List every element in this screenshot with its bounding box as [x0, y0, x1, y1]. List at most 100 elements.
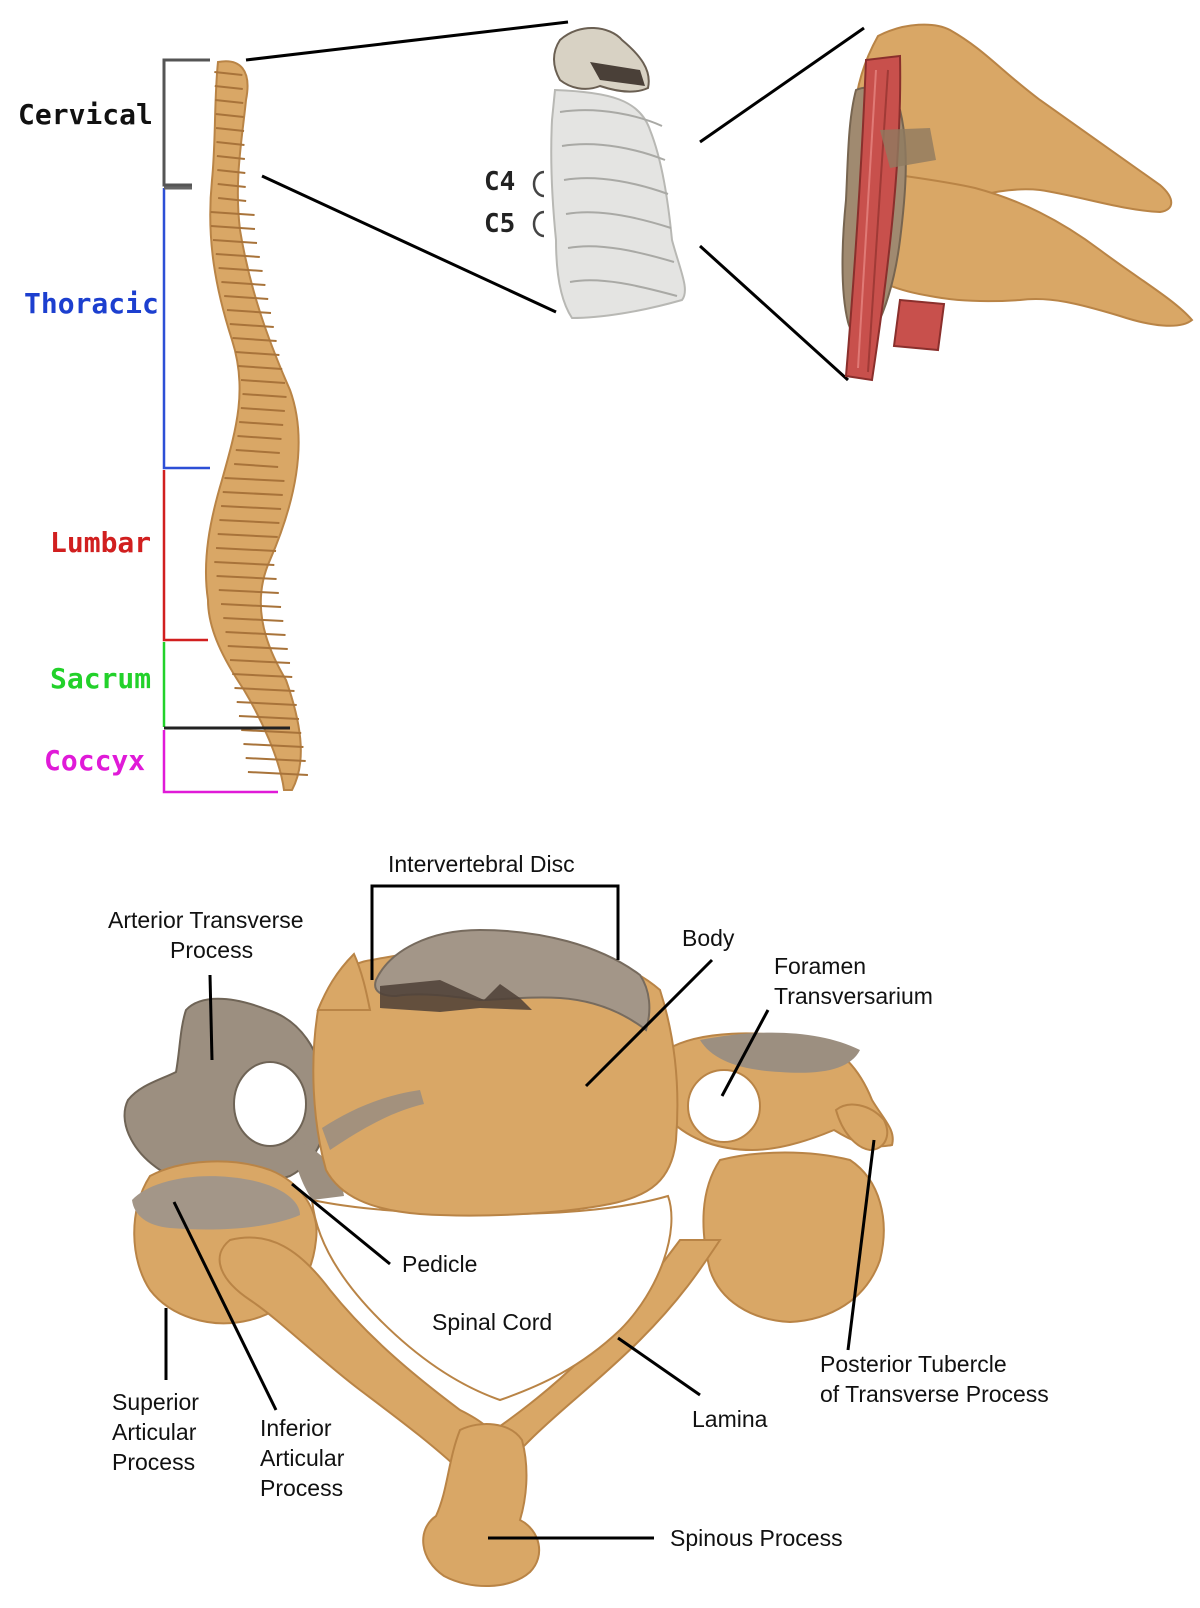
- spine-ridge: [241, 729, 302, 734]
- leader-anterior: [208, 974, 214, 1061]
- disc-dark-band: [380, 980, 532, 1012]
- lumbar-bracket: [162, 470, 208, 642]
- pedicle-grey: [294, 1140, 344, 1200]
- c4-marker: [532, 170, 545, 198]
- spine-ridge: [224, 477, 285, 482]
- spine-ridge: [224, 295, 269, 300]
- label-spinous-process: Spinous Process: [670, 1525, 843, 1551]
- spine-ridge: [218, 589, 279, 594]
- spine-ridge: [232, 337, 277, 342]
- zoom-line-detail-bottom: [698, 244, 850, 382]
- leader-tubercle: [846, 1139, 876, 1351]
- label-spinal-cord: Spinal Cord: [432, 1309, 552, 1335]
- zoom-line-bottom: [261, 174, 557, 314]
- label-superior-2: Articular: [112, 1419, 197, 1445]
- spine-ridge: [216, 141, 245, 146]
- spine-ridge: [221, 505, 282, 510]
- spine-ridge: [214, 71, 243, 76]
- label-anterior-transverse-1: Arterior Transverse: [108, 907, 304, 933]
- spine-ridge: [234, 463, 279, 468]
- label-anterior-transverse-2: Process: [170, 937, 253, 963]
- spine-ridge: [227, 645, 288, 650]
- cervical-bracket: [162, 58, 210, 187]
- spine-ridge: [220, 603, 282, 608]
- spine-ridge: [232, 673, 293, 678]
- label-superior-3: Process: [112, 1449, 195, 1475]
- spine-ridge: [222, 491, 283, 496]
- label-body: Body: [682, 925, 735, 951]
- spine-ridge: [219, 519, 280, 524]
- cervical-vertebra-ridges: [559, 109, 678, 297]
- posterior-tubercle-shape: [834, 1103, 889, 1152]
- spine-ridge: [235, 351, 280, 356]
- region-label-cervical: Cervical: [18, 98, 153, 131]
- cervical-column-shape: [550, 88, 686, 320]
- disc-bracket: [370, 884, 620, 980]
- left-foramen: [233, 1061, 307, 1147]
- spine-ridge: [216, 155, 245, 160]
- facet-dark: [880, 128, 936, 168]
- spinous-process: [422, 1423, 540, 1587]
- spine-ridge: [215, 127, 245, 132]
- spine-ridge: [238, 715, 300, 720]
- label-superior-1: Superior: [112, 1389, 199, 1415]
- region-label-lumbar: Lumbar: [50, 526, 151, 559]
- spine-ridge: [245, 757, 306, 762]
- spine-ridge: [234, 687, 295, 692]
- coccyx-bracket: [162, 730, 278, 794]
- cervical-spine-illustration: [550, 26, 686, 320]
- leader-body: [584, 958, 714, 1088]
- leader-inferior: [172, 1201, 278, 1411]
- spine-ridge: [218, 197, 247, 202]
- region-label-coccyx: Coccyx: [44, 744, 145, 777]
- leader-lines: [164, 884, 876, 1540]
- label-inferior-1: Inferior: [260, 1415, 332, 1441]
- spine-ridge: [217, 183, 246, 188]
- leader-lamina: [617, 1336, 701, 1397]
- label-posterior-tubercle-2: of Transverse Process: [820, 1381, 1049, 1407]
- region-label-sacrum: Sacrum: [50, 662, 151, 695]
- spine-ridge: [215, 253, 260, 258]
- spine-ridge: [237, 435, 282, 440]
- body-grey-band: [322, 1090, 424, 1150]
- spine-ridge: [212, 239, 258, 244]
- spine-ridge: [238, 365, 283, 370]
- cervical-ridge: [569, 279, 678, 297]
- spine-ridge: [210, 225, 256, 230]
- muscle-streak-2: [867, 69, 889, 373]
- spine-column-shape: [204, 60, 302, 791]
- spine-ridge: [240, 407, 285, 412]
- muscle-streak-1: [857, 69, 877, 369]
- lower-muscle: [892, 298, 946, 352]
- cervical-ridge: [559, 109, 663, 127]
- cervical-ridge: [561, 143, 666, 161]
- right-articular-mass: [702, 1151, 885, 1324]
- spine-ridge: [216, 575, 277, 580]
- label-inferior-3: Process: [260, 1475, 343, 1501]
- spine-ridge: [247, 771, 308, 776]
- spine-ridge: [210, 211, 255, 216]
- spine-ridge: [214, 85, 243, 90]
- spine-ridge: [243, 743, 304, 748]
- label-pedicle: Pedicle: [402, 1251, 477, 1277]
- spine-ridge: [221, 281, 266, 286]
- label-inferior-2: Articular: [260, 1445, 345, 1471]
- cervical-label-c4: C4: [484, 167, 515, 197]
- leader-pedicle: [291, 1182, 391, 1266]
- spine-ridge: [240, 379, 286, 384]
- spine-ridge: [229, 323, 274, 328]
- spine-ridge: [215, 99, 244, 104]
- leader-foramen: [720, 1009, 770, 1097]
- spine-ridge: [217, 169, 246, 174]
- cervical-ridge: [565, 211, 672, 229]
- label-foramen-2: Transversarium: [774, 983, 933, 1009]
- label-foramen-1: Foramen: [774, 953, 866, 979]
- spine-ridge: [223, 617, 284, 622]
- c5-marker: [532, 210, 545, 238]
- label-lamina: Lamina: [692, 1406, 768, 1432]
- right-foramen: [687, 1069, 761, 1143]
- spine-ridge: [236, 701, 297, 706]
- left-uncinate: [316, 952, 372, 1011]
